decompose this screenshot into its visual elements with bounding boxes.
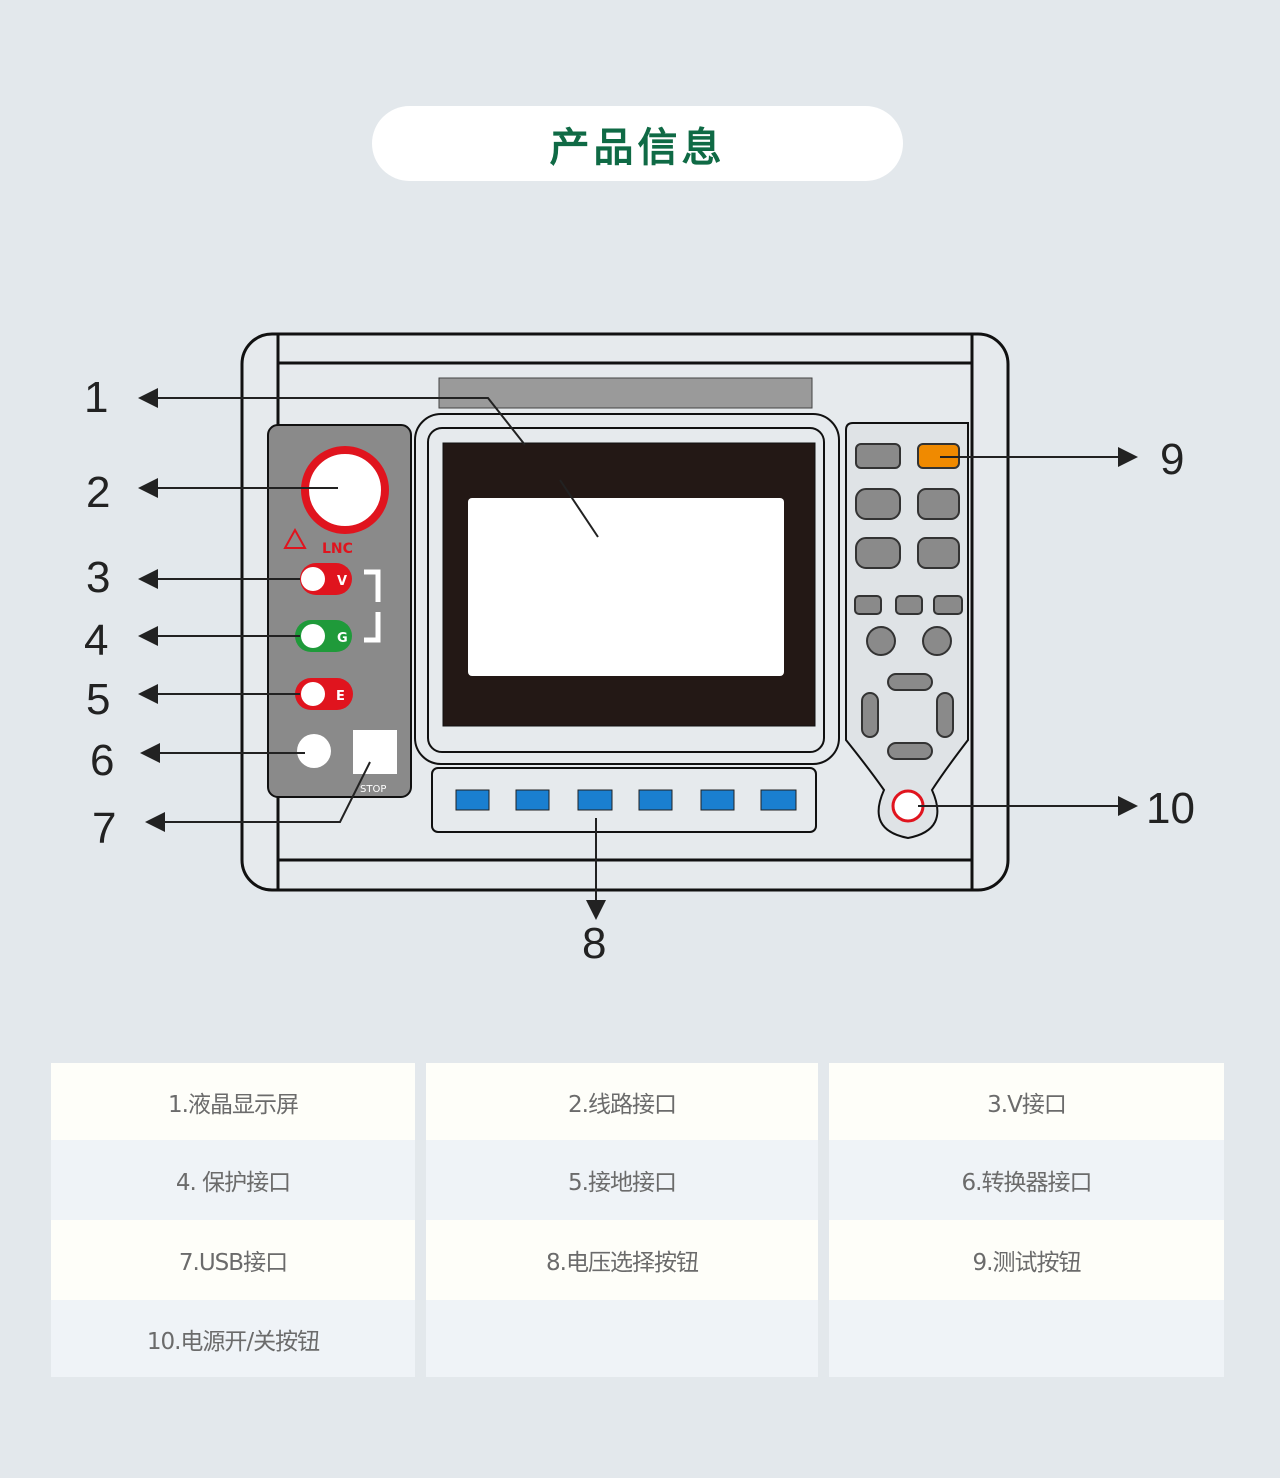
callout-numbers: 1 2 3 4 5 6 7 8 9 10	[84, 373, 1195, 968]
usb-port-label: STOP	[360, 784, 386, 795]
voltage-buttons	[455, 789, 797, 811]
callout-9: 9	[1160, 435, 1184, 484]
usb-port[interactable]	[353, 730, 397, 774]
right-key[interactable]	[936, 692, 954, 738]
up-key[interactable]	[887, 673, 933, 691]
voltage-button-bar	[431, 767, 817, 833]
voltage-button[interactable]	[515, 789, 550, 811]
callout-2: 2	[86, 468, 110, 517]
key[interactable]	[854, 595, 882, 615]
title-banner: 产品信息	[372, 106, 903, 181]
key[interactable]	[922, 626, 952, 656]
table-cell-empty	[426, 1300, 818, 1377]
callout-5: 5	[86, 675, 110, 724]
callout-1: 1	[84, 373, 108, 422]
key[interactable]	[917, 488, 960, 520]
warning-icon	[283, 527, 307, 549]
callout-lines	[148, 398, 1138, 920]
table-cell: 6.转换器接口	[829, 1140, 1224, 1220]
callout-6: 6	[90, 736, 114, 785]
callout-3: 3	[86, 553, 110, 602]
table-cell: 9.测试按钮	[829, 1220, 1224, 1300]
down-key[interactable]	[887, 742, 933, 760]
voltage-button[interactable]	[455, 789, 490, 811]
callout-4: 4	[84, 616, 108, 665]
table-cell: 3.V接口	[829, 1063, 1224, 1140]
device-diagram: LNC V G E STOP	[84, 332, 1195, 968]
callout-8: 8	[582, 919, 606, 968]
key[interactable]	[855, 488, 901, 520]
v-terminal-label: V	[337, 574, 347, 589]
line-terminal[interactable]	[301, 446, 389, 534]
table-cell: 5.接地接口	[426, 1140, 818, 1220]
voltage-button[interactable]	[577, 789, 613, 811]
converter-port[interactable]	[297, 734, 331, 768]
earth-terminal[interactable]: E	[295, 678, 353, 710]
lcd-content	[468, 498, 784, 676]
key[interactable]	[895, 595, 923, 615]
guard-terminal[interactable]: G	[295, 620, 352, 652]
table-cell: 8.电压选择按钮	[426, 1220, 818, 1300]
table-cell: 1.液晶显示屏	[51, 1063, 415, 1140]
key[interactable]	[855, 443, 901, 469]
keypad-keys	[854, 443, 963, 760]
page-title: 产品信息	[549, 124, 726, 171]
table-cell: 7.USB接口	[51, 1220, 415, 1300]
table-cell: 2.线路接口	[426, 1063, 818, 1140]
terminal-bracket	[364, 569, 381, 643]
table-cell: 10.电源开/关按钮	[51, 1300, 415, 1377]
key[interactable]	[866, 626, 896, 656]
v-terminal[interactable]: V	[300, 563, 352, 595]
guard-terminal-label: G	[337, 631, 348, 646]
callout-10: 10	[1146, 784, 1195, 833]
key[interactable]	[917, 537, 960, 569]
table-cell-empty	[829, 1300, 1224, 1377]
screen-bezel	[414, 413, 840, 765]
callout-7: 7	[92, 804, 116, 853]
line-terminal-label: LNC	[322, 541, 353, 557]
key[interactable]	[933, 595, 963, 615]
left-key[interactable]	[861, 692, 879, 738]
key[interactable]	[855, 537, 901, 569]
voltage-button[interactable]	[760, 789, 797, 811]
table-cell: 4. 保护接口	[51, 1140, 415, 1220]
voltage-button[interactable]	[700, 789, 735, 811]
earth-terminal-label: E	[336, 689, 345, 704]
top-strip	[438, 377, 813, 409]
voltage-button[interactable]	[638, 789, 673, 811]
